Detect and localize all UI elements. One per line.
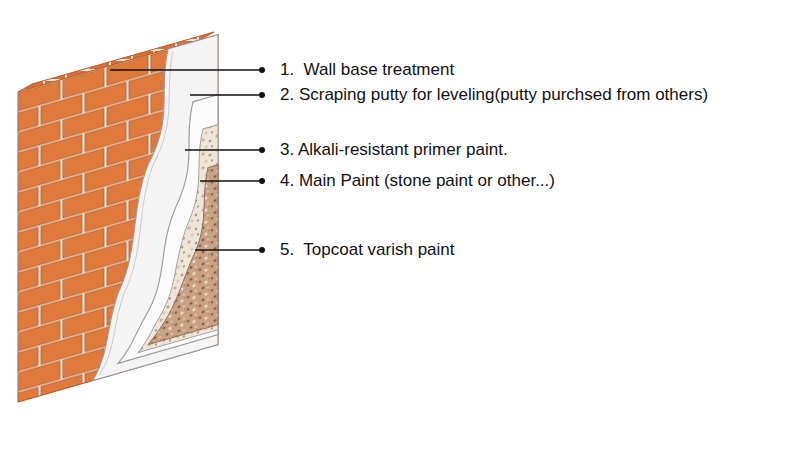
- callout-label: 2. Scraping putty for leveling(putty pur…: [280, 85, 708, 105]
- callout-label: 5. Topcoat varish paint: [280, 240, 455, 260]
- callout-label: 4. Main Paint (stone paint or other...): [280, 171, 555, 191]
- callout-label: 3. Alkali-resistant primer paint.: [280, 140, 508, 160]
- callout-label: 1. Wall base treatment: [280, 60, 454, 80]
